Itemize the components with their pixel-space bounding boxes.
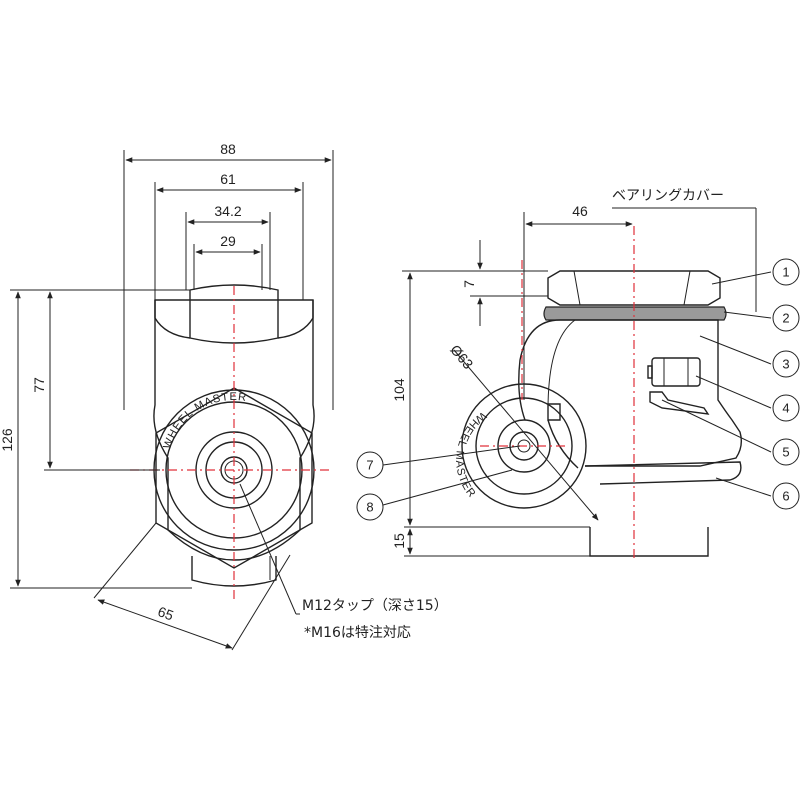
svg-text:6: 6 (782, 489, 789, 504)
svg-text:4: 4 (782, 401, 789, 416)
dim-29: 29 (220, 233, 236, 249)
bottom-pad (589, 527, 709, 557)
front-centerlines (130, 286, 330, 600)
side-centerlines (480, 226, 635, 560)
tap-label: M12タップ（深さ15） (302, 598, 448, 614)
dim-104: 104 (391, 378, 407, 402)
dim-65: 65 (156, 603, 176, 623)
side-view: WHEEL MASTER (453, 270, 743, 557)
dim-46: 46 (572, 203, 588, 219)
svg-text:1: 1 (782, 265, 789, 280)
callout-8: 8 (356, 493, 384, 521)
svg-text:5: 5 (782, 445, 789, 460)
dim-126: 126 (0, 428, 15, 452)
dim-61: 61 (220, 171, 236, 187)
side-dimensions: 46 7 104 15 Ø63 (391, 203, 757, 557)
callout-1: 1 (772, 258, 800, 286)
lever-screw (651, 357, 701, 387)
callout-2: 2 (772, 304, 800, 332)
svg-text:2: 2 (782, 311, 789, 326)
callout-5: 5 (772, 438, 800, 466)
special-order-note: *M16は特注対応 (304, 625, 411, 641)
bearing-cover (543, 306, 727, 321)
dim-77: 77 (31, 377, 47, 393)
front-dimensions: 88 61 34.2 29 126 77 65 (0, 141, 334, 651)
dim-7: 7 (461, 280, 477, 288)
dim-88: 88 (220, 141, 236, 157)
svg-text:3: 3 (782, 357, 789, 372)
hex-nut-outline (155, 387, 313, 569)
dim-15: 15 (391, 533, 407, 549)
callout-3: 3 (772, 350, 800, 378)
dim-34-2: 34.2 (214, 203, 241, 219)
callout-6: 6 (772, 482, 800, 510)
top-hex-nut (547, 270, 721, 306)
callout-7: 7 (356, 451, 384, 479)
bearing-cover-label: ベアリングカバー (612, 188, 724, 204)
svg-text:8: 8 (366, 500, 373, 515)
callout-circles: 1 2 3 4 5 6 7 8 (356, 258, 800, 521)
dim-63: Ø63 (447, 342, 476, 373)
callout-4: 4 (772, 394, 800, 422)
svg-text:7: 7 (366, 458, 373, 473)
callout-leaders (382, 271, 772, 506)
